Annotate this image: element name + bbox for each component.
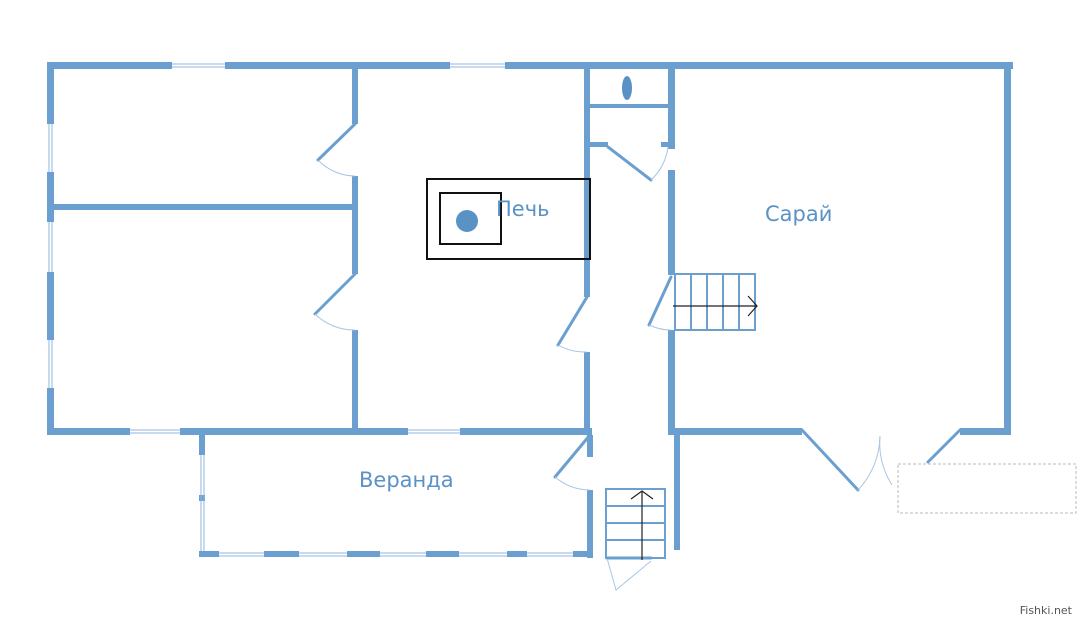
stove-label: Печь <box>496 197 550 221</box>
staircase-entrance <box>605 488 666 560</box>
corridor-walls <box>199 435 680 558</box>
interior-walls <box>54 69 675 435</box>
staircase-barn <box>673 273 758 331</box>
veranda-label: Веранда <box>359 468 454 492</box>
stove <box>426 178 591 260</box>
toilet-icon <box>622 76 632 100</box>
chimney-icon <box>456 210 478 232</box>
windows <box>48 63 573 557</box>
outer-walls <box>47 62 1013 435</box>
doors <box>313 122 962 591</box>
barn-label: Сарай <box>765 202 832 226</box>
porch-outline <box>897 463 1077 514</box>
watermark: Fishki.net <box>1019 604 1072 617</box>
